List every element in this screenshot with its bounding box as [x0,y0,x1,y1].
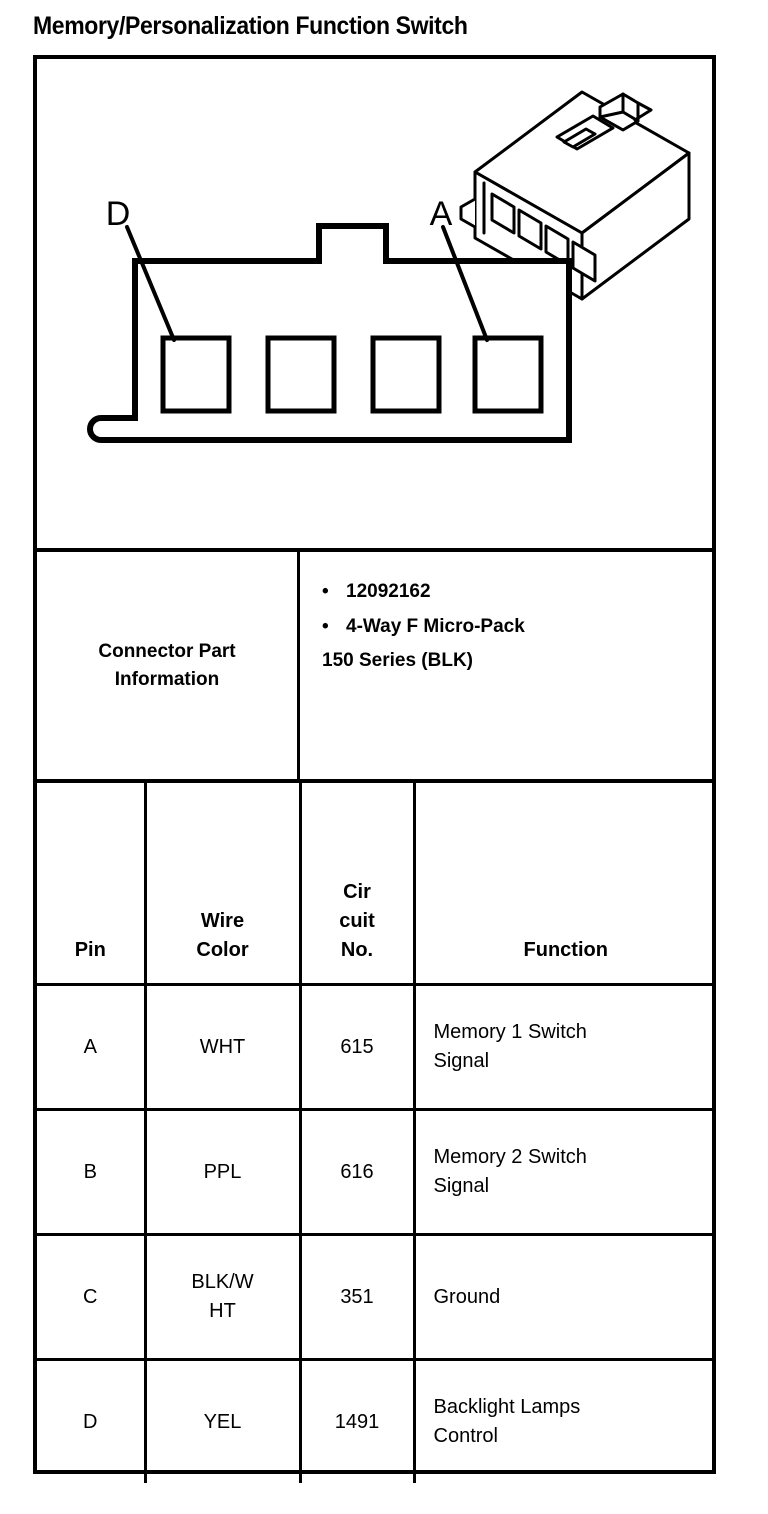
cell-wire-color-line1: PPL [203,1160,242,1183]
column-header-wire-color: Wire Color [145,783,302,986]
cell-circuit-no: 616 [300,1109,416,1236]
connector-part-information-row: Connector Part Information • 12092162 • … [37,548,716,779]
column-header-pin-text: Pin [74,939,106,961]
cell-wire-color: BLK/W HT [145,1234,302,1361]
cell-wire-color-line1: BLK/W [191,1271,254,1293]
pin-table-header-row: Pin Wire Color Cir cuit No. Function [37,783,716,986]
cell-pin: B [37,1109,147,1236]
column-header-circuit-no-line2: cuit [339,910,375,932]
cavity-a [472,335,544,414]
part-number: 12092162 [346,581,431,602]
connector-isometric-view [459,90,691,301]
page-title: Memory/Personalization Function Switch [33,12,468,40]
cell-circuit-no: 615 [300,984,416,1111]
part-description: 4-Way F Micro-Pack [346,615,525,637]
part-info-bullet-item: • 12092162 [322,578,716,606]
cell-function: Backlight Lamps Control [414,1360,716,1484]
table-row: B PPL 616 Memory 2 Switch Signal [37,1109,716,1236]
column-header-circuit-no-line3: No. [340,939,374,961]
cell-function-line1: Ground [433,1285,501,1308]
leader-line-a [441,225,489,342]
connector-part-information-value: • 12092162 • 4-Way F Micro-Pack 150 Seri… [300,552,716,779]
leader-line-d [125,225,176,342]
connector-part-information-label: Connector Part Information [37,552,300,779]
part-description-continuation: 150 Series (BLK) [322,650,474,672]
cell-pin: A [37,984,147,1111]
cavity-c [265,335,337,414]
cell-function-line2: Signal [433,1050,490,1072]
part-info-bullet-item: • 4-Way F Micro-Pack [322,613,716,641]
callout-label-a: A [430,195,453,233]
cell-function-line1: Memory 2 Switch [433,1146,587,1168]
iso-cavity-1 [490,192,516,235]
cell-wire-color-line2: HT [209,1300,236,1322]
cavity-b [370,335,442,414]
pin-table-wrapper: Pin Wire Color Cir cuit No. Function [37,779,716,1483]
iso-cavities [490,192,597,283]
cell-function-line2: Control [433,1425,498,1447]
cell-function: Memory 2 Switch Signal [414,1109,716,1236]
column-header-function: Function [414,783,716,986]
cell-function-line1: Backlight Lamps [433,1396,581,1418]
cell-wire-color: PPL [145,1109,302,1236]
iso-latch-tab [555,92,653,151]
column-header-pin: Pin [37,783,147,986]
connector-drawing-area: D A [37,59,716,548]
pin-table: Pin Wire Color Cir cuit No. Function [37,783,716,1483]
column-header-function-text: Function [523,939,608,961]
cell-wire-color-line1: YEL [203,1410,242,1433]
connector-datasheet-frame: D A Connector Part Information • 1209216… [33,55,716,1483]
callout-leader-lines [125,225,489,342]
cell-function: Memory 1 Switch Signal [414,984,716,1111]
cavity-d [160,335,232,414]
table-row: D YEL 1491 Backlight Lamps Control [37,1359,716,1484]
cell-function-line1: Memory 1 Switch [433,1021,587,1043]
cell-wire-color: YEL [145,1359,302,1483]
cell-circuit-no: 351 [300,1234,416,1361]
column-header-circuit-no: Cir cuit No. [300,783,416,986]
column-header-wire-color-line1: Wire [200,910,245,932]
column-header-wire-color-line2: Color [196,939,249,961]
cell-pin: C [37,1234,147,1361]
iso-side-ledge [459,197,477,229]
iso-cavity-4 [571,240,597,283]
cell-wire-color-line1: WHT [199,1035,246,1058]
cell-circuit-no: 1491 [300,1359,416,1483]
cell-function-line2: Signal [433,1175,490,1197]
iso-cavity-2 [517,208,543,251]
cell-wire-color: WHT [145,984,302,1111]
column-header-circuit-no-line1: Cir [343,881,371,903]
front-view-cavities [160,335,544,414]
table-row: C BLK/W HT 351 Ground [37,1234,716,1361]
bullet-icon: • [322,615,329,637]
callout-label-d: D [106,195,131,233]
table-row: A WHT 615 Memory 1 Switch Signal [37,984,716,1111]
cell-pin: D [37,1359,147,1483]
cell-function: Ground [414,1234,716,1361]
connector-illustration: D A [87,90,691,443]
bullet-icon: • [322,581,329,602]
